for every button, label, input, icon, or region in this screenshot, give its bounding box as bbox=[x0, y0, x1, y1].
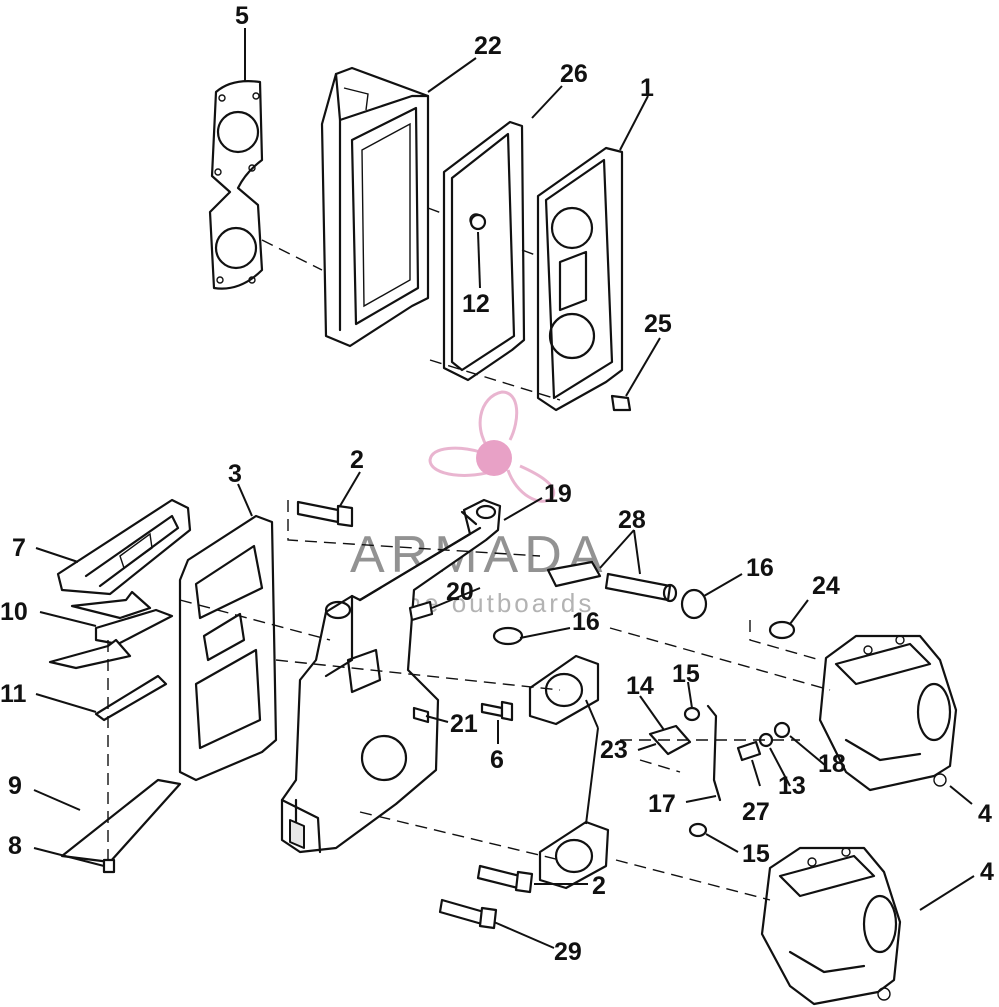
label-2-lower: 2 bbox=[592, 872, 606, 900]
part-16-clamp-upper bbox=[680, 588, 708, 620]
carb-gasket-lower bbox=[538, 820, 610, 890]
part-22-intake-box bbox=[320, 66, 430, 348]
part-6-screw bbox=[480, 700, 514, 722]
label-25: 25 bbox=[644, 310, 672, 338]
part-2-bolt-upper bbox=[296, 500, 354, 528]
label-12: 12 bbox=[462, 290, 490, 318]
label-24: 24 bbox=[812, 572, 840, 600]
callout-labels: 5 22 26 1 12 25 2 3 19 28 7 16 24 20 10 … bbox=[0, 2, 994, 966]
part-10-reed-petals bbox=[48, 590, 174, 670]
label-1: 1 bbox=[640, 74, 654, 102]
carb-gasket-upper bbox=[528, 654, 600, 726]
part-5-gasket bbox=[208, 80, 264, 290]
label-9: 9 bbox=[8, 772, 22, 800]
part-7-reed-block bbox=[56, 498, 192, 596]
label-15-lower: 15 bbox=[742, 840, 770, 868]
label-6: 6 bbox=[490, 746, 504, 774]
label-4-lower: 4 bbox=[980, 858, 994, 886]
part-19-fitting bbox=[460, 510, 478, 526]
part-11-reed-stop bbox=[94, 674, 168, 722]
label-19: 19 bbox=[544, 480, 572, 508]
part-21-screw bbox=[412, 706, 430, 724]
part-15-cap-lower bbox=[688, 822, 708, 838]
label-13: 13 bbox=[778, 772, 806, 800]
part-18-nut bbox=[773, 721, 791, 739]
part-16-clamp-lower bbox=[492, 626, 524, 646]
part-20-stud bbox=[408, 600, 434, 622]
part-17-rod bbox=[706, 704, 722, 802]
alignment-lines-lower bbox=[179, 500, 831, 901]
part-15-cap-upper bbox=[683, 706, 701, 722]
label-16-upper: 16 bbox=[746, 554, 774, 582]
label-14: 14 bbox=[626, 672, 654, 700]
part-12-screw bbox=[469, 213, 487, 231]
label-21: 21 bbox=[450, 710, 478, 738]
part-9-plate bbox=[60, 778, 182, 864]
label-8: 8 bbox=[8, 832, 22, 860]
label-23: 23 bbox=[600, 736, 628, 764]
part-4-carburetor-upper bbox=[818, 634, 958, 792]
leader-lines bbox=[33, 28, 975, 949]
label-18: 18 bbox=[818, 750, 846, 778]
label-22: 22 bbox=[474, 32, 502, 60]
label-20: 20 bbox=[446, 578, 474, 606]
part-26-gasket bbox=[442, 120, 526, 382]
part-8-screw bbox=[102, 858, 116, 874]
label-17: 17 bbox=[648, 790, 676, 818]
label-28: 28 bbox=[618, 506, 646, 534]
part-3-gasket bbox=[178, 514, 278, 782]
label-27: 27 bbox=[742, 798, 770, 826]
label-11: 11 bbox=[0, 680, 27, 708]
label-5: 5 bbox=[235, 2, 249, 30]
part-28-hose bbox=[546, 560, 678, 603]
label-26: 26 bbox=[560, 60, 588, 88]
part-24-plug bbox=[768, 620, 796, 640]
intake-manifold bbox=[280, 498, 502, 854]
label-29: 29 bbox=[554, 938, 582, 966]
label-2-upper: 2 bbox=[350, 446, 364, 474]
label-3: 3 bbox=[228, 460, 242, 488]
part-29-bolt bbox=[438, 898, 498, 930]
label-4-upper: 4 bbox=[978, 800, 992, 828]
part-27-screw bbox=[736, 740, 762, 762]
label-16-lower: 16 bbox=[572, 608, 600, 636]
label-10: 10 bbox=[0, 598, 28, 626]
part-25-screw bbox=[610, 394, 632, 412]
label-15-upper: 15 bbox=[672, 660, 700, 688]
part-4-carburetor-lower bbox=[760, 846, 902, 1006]
part-2-bolt-lower bbox=[476, 864, 534, 894]
alignment-lines-top bbox=[261, 207, 561, 401]
label-7: 7 bbox=[12, 534, 26, 562]
part-1-reed-plate bbox=[536, 146, 624, 412]
